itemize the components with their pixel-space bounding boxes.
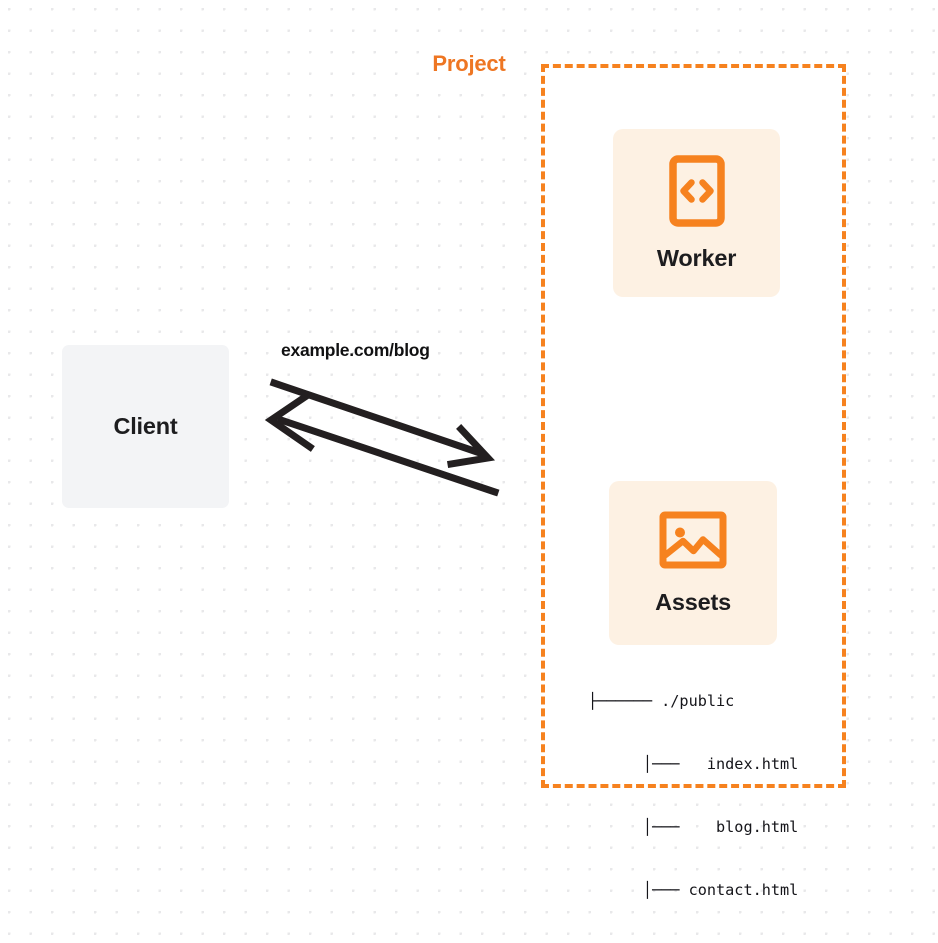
node-worker-label: Worker [656, 244, 737, 271]
file-tree-line: ├────── ./public [588, 692, 735, 710]
assets-file-tree: ├────── ./public │─── index.html │─── bl… [588, 649, 798, 943]
node-assets[interactable]: Assets [609, 481, 777, 645]
arrow-request-to-project [269, 378, 496, 469]
arrow-response-to-client [264, 392, 500, 497]
node-assets-label: Assets [655, 588, 731, 615]
file-tree-line: │─── blog.html [588, 818, 799, 836]
project-title: Project [423, 51, 515, 77]
image-picture-icon [659, 511, 727, 569]
file-tree-line: │─── contact.html [588, 881, 799, 899]
diagram-canvas: Client example.com/blog Project Worker [62, 51, 846, 899]
node-client[interactable]: Client [62, 345, 229, 508]
edge-label-request-url: example.com/blog [281, 340, 430, 360]
node-client-label: Client [113, 413, 178, 439]
code-brackets-document-icon [668, 154, 725, 227]
file-tree-line: │─── index.html [588, 755, 799, 773]
node-worker[interactable]: Worker [613, 129, 780, 297]
